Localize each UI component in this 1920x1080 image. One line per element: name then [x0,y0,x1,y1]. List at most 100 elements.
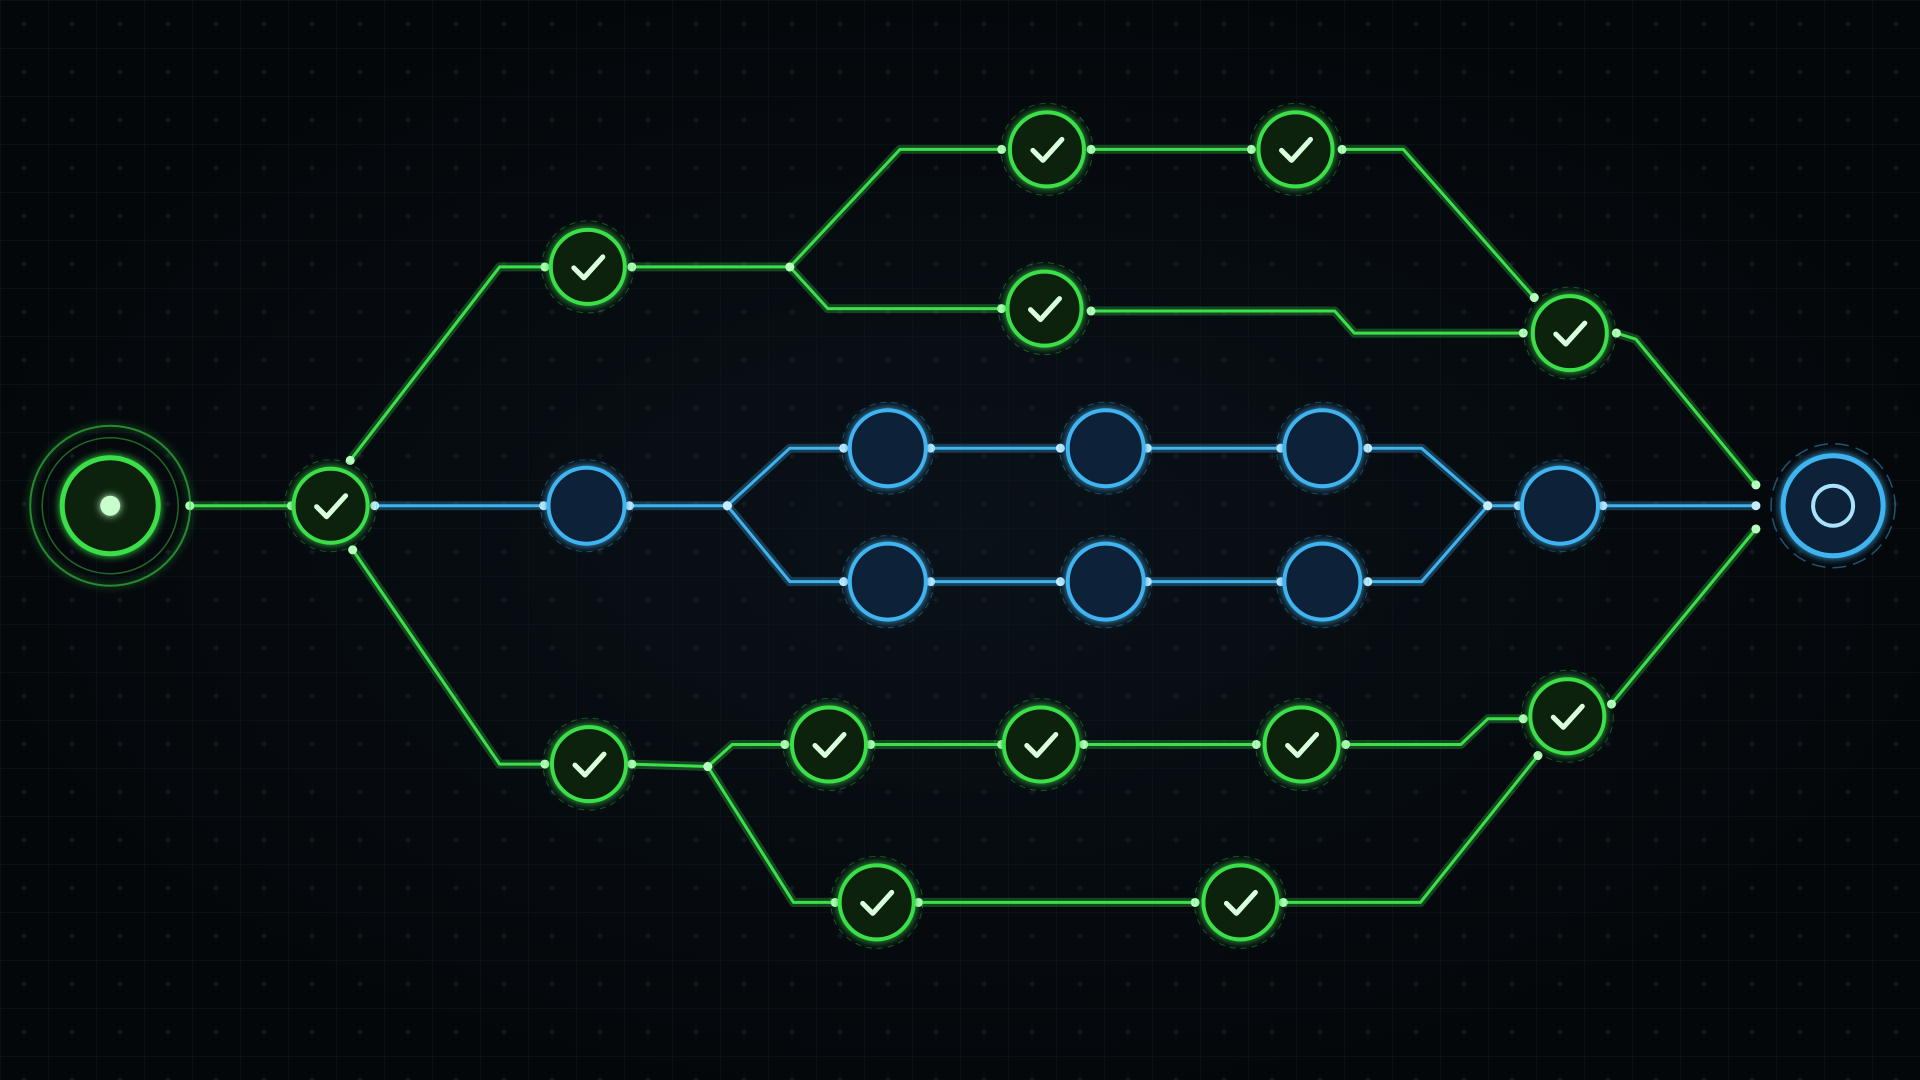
connector-line-complete [1609,527,1758,706]
connector-port [830,897,840,907]
step-node-pending[interactable] [1059,535,1153,629]
step-node-complete[interactable] [1000,102,1094,196]
step-node-pending[interactable] [540,459,633,553]
node-ring [1528,677,1607,756]
connector-line-complete [1340,147,1536,300]
end-node[interactable] [1770,442,1896,569]
check-icon [314,493,349,520]
node-ring [790,705,868,784]
node-outer-ring [994,698,1088,791]
step-node-complete[interactable] [541,220,635,314]
connector-line-pending [725,446,846,508]
connector-port [1086,144,1096,154]
step-node-complete[interactable] [1523,286,1617,380]
step-node-complete[interactable] [1193,855,1287,949]
connector-port [1598,501,1608,511]
node-ring [1065,408,1146,489]
node-ring [847,408,928,489]
connector-line-complete [788,265,1004,311]
connector-port [1751,480,1761,490]
node-outer-ring [830,855,924,949]
workflow-nodes [29,102,1896,949]
node-ring [1262,705,1341,784]
connector-port [839,577,849,587]
connector-port [1251,739,1261,749]
connector-port [1529,293,1539,303]
step-node-complete[interactable] [1520,669,1614,763]
connector-port [1483,501,1493,511]
step-node-complete[interactable] [542,717,636,811]
node-outer-ring [1275,535,1369,629]
node-ring [548,227,627,306]
check-icon [1285,732,1320,758]
node-outer-ring [542,717,636,811]
connector-lines [185,144,1761,907]
connector-port [627,759,637,769]
connector-line-pending [725,504,846,584]
connector-port [785,262,795,272]
connector-port [722,501,732,511]
step-node-complete[interactable] [1249,102,1342,196]
check-icon [1279,136,1313,163]
connector-port [1518,714,1528,724]
node-outer-ring [1275,401,1369,495]
connector-port [539,501,549,511]
connector-port [1533,751,1543,761]
step-node-pending[interactable] [841,401,935,495]
connector-port [780,739,790,749]
connector-port [540,262,550,272]
step-node-pending[interactable] [1513,459,1607,553]
node-outer-ring [540,459,633,553]
node-ring [1201,863,1280,942]
step-node-complete[interactable] [830,855,924,949]
check-icon [1024,732,1059,758]
step-node-pending[interactable] [1059,401,1153,495]
check-icon [1028,296,1062,323]
connector-port [997,144,1007,154]
node-ring [847,541,928,622]
connector-port [1363,577,1373,587]
node-outer-ring [541,220,635,314]
node-ring [291,466,370,545]
connector-port [1246,144,1256,154]
check-icon [1550,703,1585,730]
node-outer-ring [1523,286,1617,380]
connector-line-complete [630,147,1004,269]
connector-port [1518,328,1528,338]
dot-icon [100,495,121,516]
connector-line-complete [1614,331,1758,487]
step-node-complete[interactable] [994,698,1088,791]
start-node[interactable] [29,424,192,587]
connector-port [1606,699,1616,709]
connector-port [997,304,1007,314]
node-ring [837,863,916,942]
check-icon [812,732,847,758]
node-ring [550,725,628,804]
node-ring [1520,465,1600,546]
connector-line-complete [1344,717,1525,746]
step-node-pending[interactable] [1275,535,1369,629]
step-node-pending[interactable] [1275,401,1369,495]
node-ring [1256,110,1335,189]
check-icon [1030,136,1065,163]
step-node-complete[interactable] [998,262,1091,356]
connector-port [703,762,713,772]
connector-port [1079,739,1089,749]
step-node-pending[interactable] [841,535,935,629]
node-outer-ring [1249,102,1342,196]
step-node-complete[interactable] [1255,698,1349,791]
node-outer-ring [998,262,1091,356]
connector-port [1190,897,1200,907]
node-outer-ring [1193,855,1287,949]
node-ring [546,465,627,546]
connector-port [866,739,876,749]
connector-port [1751,524,1761,534]
connector-port [1751,501,1761,511]
step-node-complete[interactable] [782,698,876,791]
connector-port [1278,897,1288,907]
connector-port [1363,443,1373,453]
node-ring [1065,541,1146,622]
step-node-complete[interactable] [284,459,378,553]
